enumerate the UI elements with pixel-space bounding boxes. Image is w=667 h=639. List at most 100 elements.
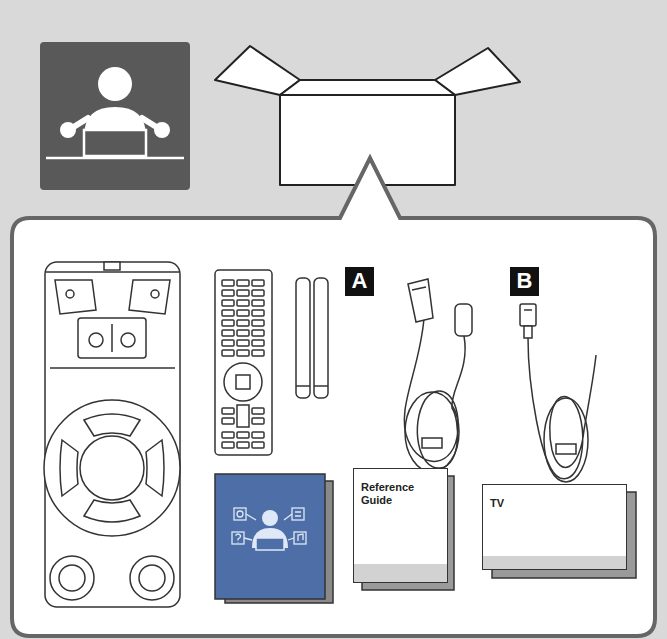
remote-buttons-part <box>222 280 234 286</box>
cable-b <box>520 304 596 482</box>
batteries-part <box>296 278 310 398</box>
open-box-part <box>215 46 300 95</box>
remote-buttons-part <box>237 340 249 346</box>
cable-a-part <box>405 392 459 472</box>
startup-guide-booklet-part-part <box>295 512 301 516</box>
unpack-icon <box>40 42 190 190</box>
remote-control-part <box>224 363 262 401</box>
speaker-part <box>130 556 174 600</box>
speaker-part <box>139 565 165 591</box>
remote-buttons-part <box>252 442 264 448</box>
startup-guide-booklet <box>215 474 333 603</box>
startup-guide-booklet-part-part <box>232 532 244 544</box>
unpack-icon-part <box>98 67 132 101</box>
startup-guide-booklet-part <box>232 508 306 544</box>
speaker-part <box>50 367 175 369</box>
speaker-part <box>78 318 146 358</box>
remote-buttons-part <box>252 320 264 326</box>
remote-buttons-part <box>237 405 249 427</box>
remote-buttons-part <box>237 442 249 448</box>
cable-a-part <box>408 279 433 322</box>
remote-buttons-part <box>237 310 249 316</box>
unpack-icon-part <box>40 42 190 190</box>
remote-buttons-part <box>252 300 264 306</box>
unpack-icon-part <box>60 122 76 138</box>
unpack-icon-part <box>84 130 146 156</box>
remote-control <box>215 270 272 455</box>
speaker-part <box>45 262 180 607</box>
remote-buttons-part <box>252 432 264 438</box>
remote-buttons-part <box>222 442 234 448</box>
startup-guide-booklet-part <box>262 510 278 526</box>
remote-buttons-part <box>252 280 264 286</box>
remote-buttons-part <box>222 310 234 316</box>
speaker-part <box>45 271 180 273</box>
cable-a <box>404 279 472 472</box>
batteries-part <box>296 385 310 387</box>
cable-b-part <box>556 444 576 454</box>
open-box-part <box>435 48 520 95</box>
remote-buttons-part <box>222 330 234 336</box>
remote-buttons-part <box>252 408 264 414</box>
reference-guide-booklet: Reference Guide <box>353 468 448 583</box>
remote-buttons-part <box>222 432 234 438</box>
speaker-part <box>146 440 164 496</box>
remote-buttons-part <box>237 320 249 326</box>
open-box-part <box>280 80 455 95</box>
callout-letter-text: B <box>510 267 539 295</box>
remote-buttons-part <box>222 340 234 346</box>
remote-buttons-part <box>252 418 264 424</box>
cable-a-part <box>404 318 465 468</box>
cable-b-part <box>524 326 532 338</box>
unpack-icon-part <box>154 122 170 138</box>
remote-buttons-part <box>237 350 249 356</box>
speaker-part <box>80 436 144 500</box>
speaker-part <box>89 333 103 347</box>
remote-buttons-part <box>222 418 234 424</box>
cable-b-part <box>520 304 536 326</box>
contents-panel <box>12 158 655 636</box>
remote-buttons-part <box>237 330 249 336</box>
startup-guide-booklet-part-part <box>237 511 243 517</box>
startup-guide-booklet-part <box>256 538 284 550</box>
remote-buttons <box>222 280 264 448</box>
callout-letter-text: A <box>345 267 374 295</box>
startup-guide-booklet-part-part <box>294 532 306 544</box>
booklet-title: TV <box>490 497 560 510</box>
startup-guide-booklet-part-part <box>244 514 294 540</box>
startup-guide-booklet-part <box>215 474 325 599</box>
speaker-part <box>111 324 113 352</box>
cable-b-part <box>544 398 588 482</box>
speaker <box>44 262 180 607</box>
speaker-part <box>104 262 120 270</box>
cable-a-part <box>455 304 472 336</box>
remote-control-part <box>215 270 272 455</box>
remote-buttons-part <box>222 320 234 326</box>
tv-booklet: TV <box>482 484 627 570</box>
remote-buttons-part <box>252 330 264 336</box>
remote-buttons-part <box>252 310 264 316</box>
remote-buttons-part <box>237 432 249 438</box>
callout-letter: B <box>510 267 539 296</box>
remote-buttons-part <box>222 350 234 356</box>
remote-buttons-part <box>237 300 249 306</box>
speaker-part <box>44 400 180 536</box>
speaker-part <box>55 280 96 314</box>
remote-buttons-part <box>237 290 249 296</box>
speaker-part <box>84 414 140 436</box>
remote-buttons-part <box>222 300 234 306</box>
remote-buttons-part <box>222 290 234 296</box>
booklet-title: Reference Guide <box>361 481 431 507</box>
speaker-part <box>60 440 78 496</box>
startup-guide-booklet-part-part <box>236 534 241 543</box>
remote-buttons-part <box>222 408 234 414</box>
startup-guide-booklet-part-part <box>234 508 246 520</box>
unpack-icon-part <box>46 157 184 160</box>
remote-buttons-part <box>252 350 264 356</box>
speaker-part <box>66 290 74 298</box>
speaker-part <box>50 556 94 600</box>
remote-control-part <box>236 375 250 389</box>
speaker-part <box>151 290 159 298</box>
remote-buttons-part <box>252 340 264 346</box>
